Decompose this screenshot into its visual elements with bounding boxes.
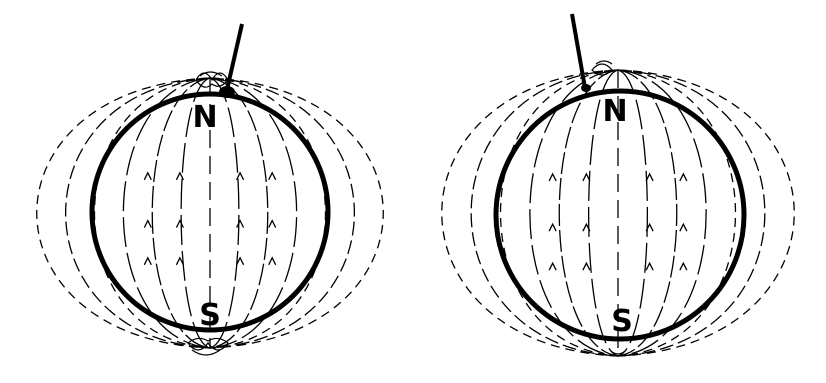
field-line-arrow-left-11 — [269, 221, 276, 228]
field-line-arrow-right-4 — [583, 174, 590, 181]
magnetic-needle-left — [219, 24, 242, 98]
south-pole-label-right: S — [611, 307, 633, 337]
field-line-left-e-6 — [210, 78, 383, 348]
field-line-arrow-right-2 — [549, 224, 556, 231]
south-pole-label-left: S — [199, 301, 221, 331]
field-line-arrow-left-1 — [144, 173, 151, 180]
field-line-arrow-right-1 — [549, 174, 556, 181]
field-line-arrow-right-10 — [680, 174, 687, 181]
field-line-arrow-left-5 — [176, 221, 183, 228]
field-line-arrow-right-11 — [680, 224, 687, 231]
field-line-arrow-left-10 — [269, 173, 276, 180]
field-line-arrow-right-3 — [549, 263, 556, 270]
field-line-arrow-right-12 — [680, 263, 687, 270]
field-line-arrow-right-6 — [583, 263, 590, 270]
field-line-arrow-right-9 — [646, 263, 653, 270]
field-line-arrow-left-7 — [237, 173, 244, 180]
field-line-arrow-left-8 — [237, 221, 244, 228]
field-line-arrow-left-2 — [144, 221, 151, 228]
field-line-left-w-6 — [37, 78, 210, 348]
field-line-arrow-left-4 — [176, 173, 183, 180]
field-line-arrow-right-7 — [646, 174, 653, 181]
magnetic-needle-right — [572, 14, 591, 92]
north-pole-label-left: N — [192, 103, 217, 133]
field-line-arrow-left-3 — [144, 258, 151, 265]
north-pole-label-right: N — [602, 97, 627, 127]
field-line-arrow-left-12 — [269, 258, 276, 265]
